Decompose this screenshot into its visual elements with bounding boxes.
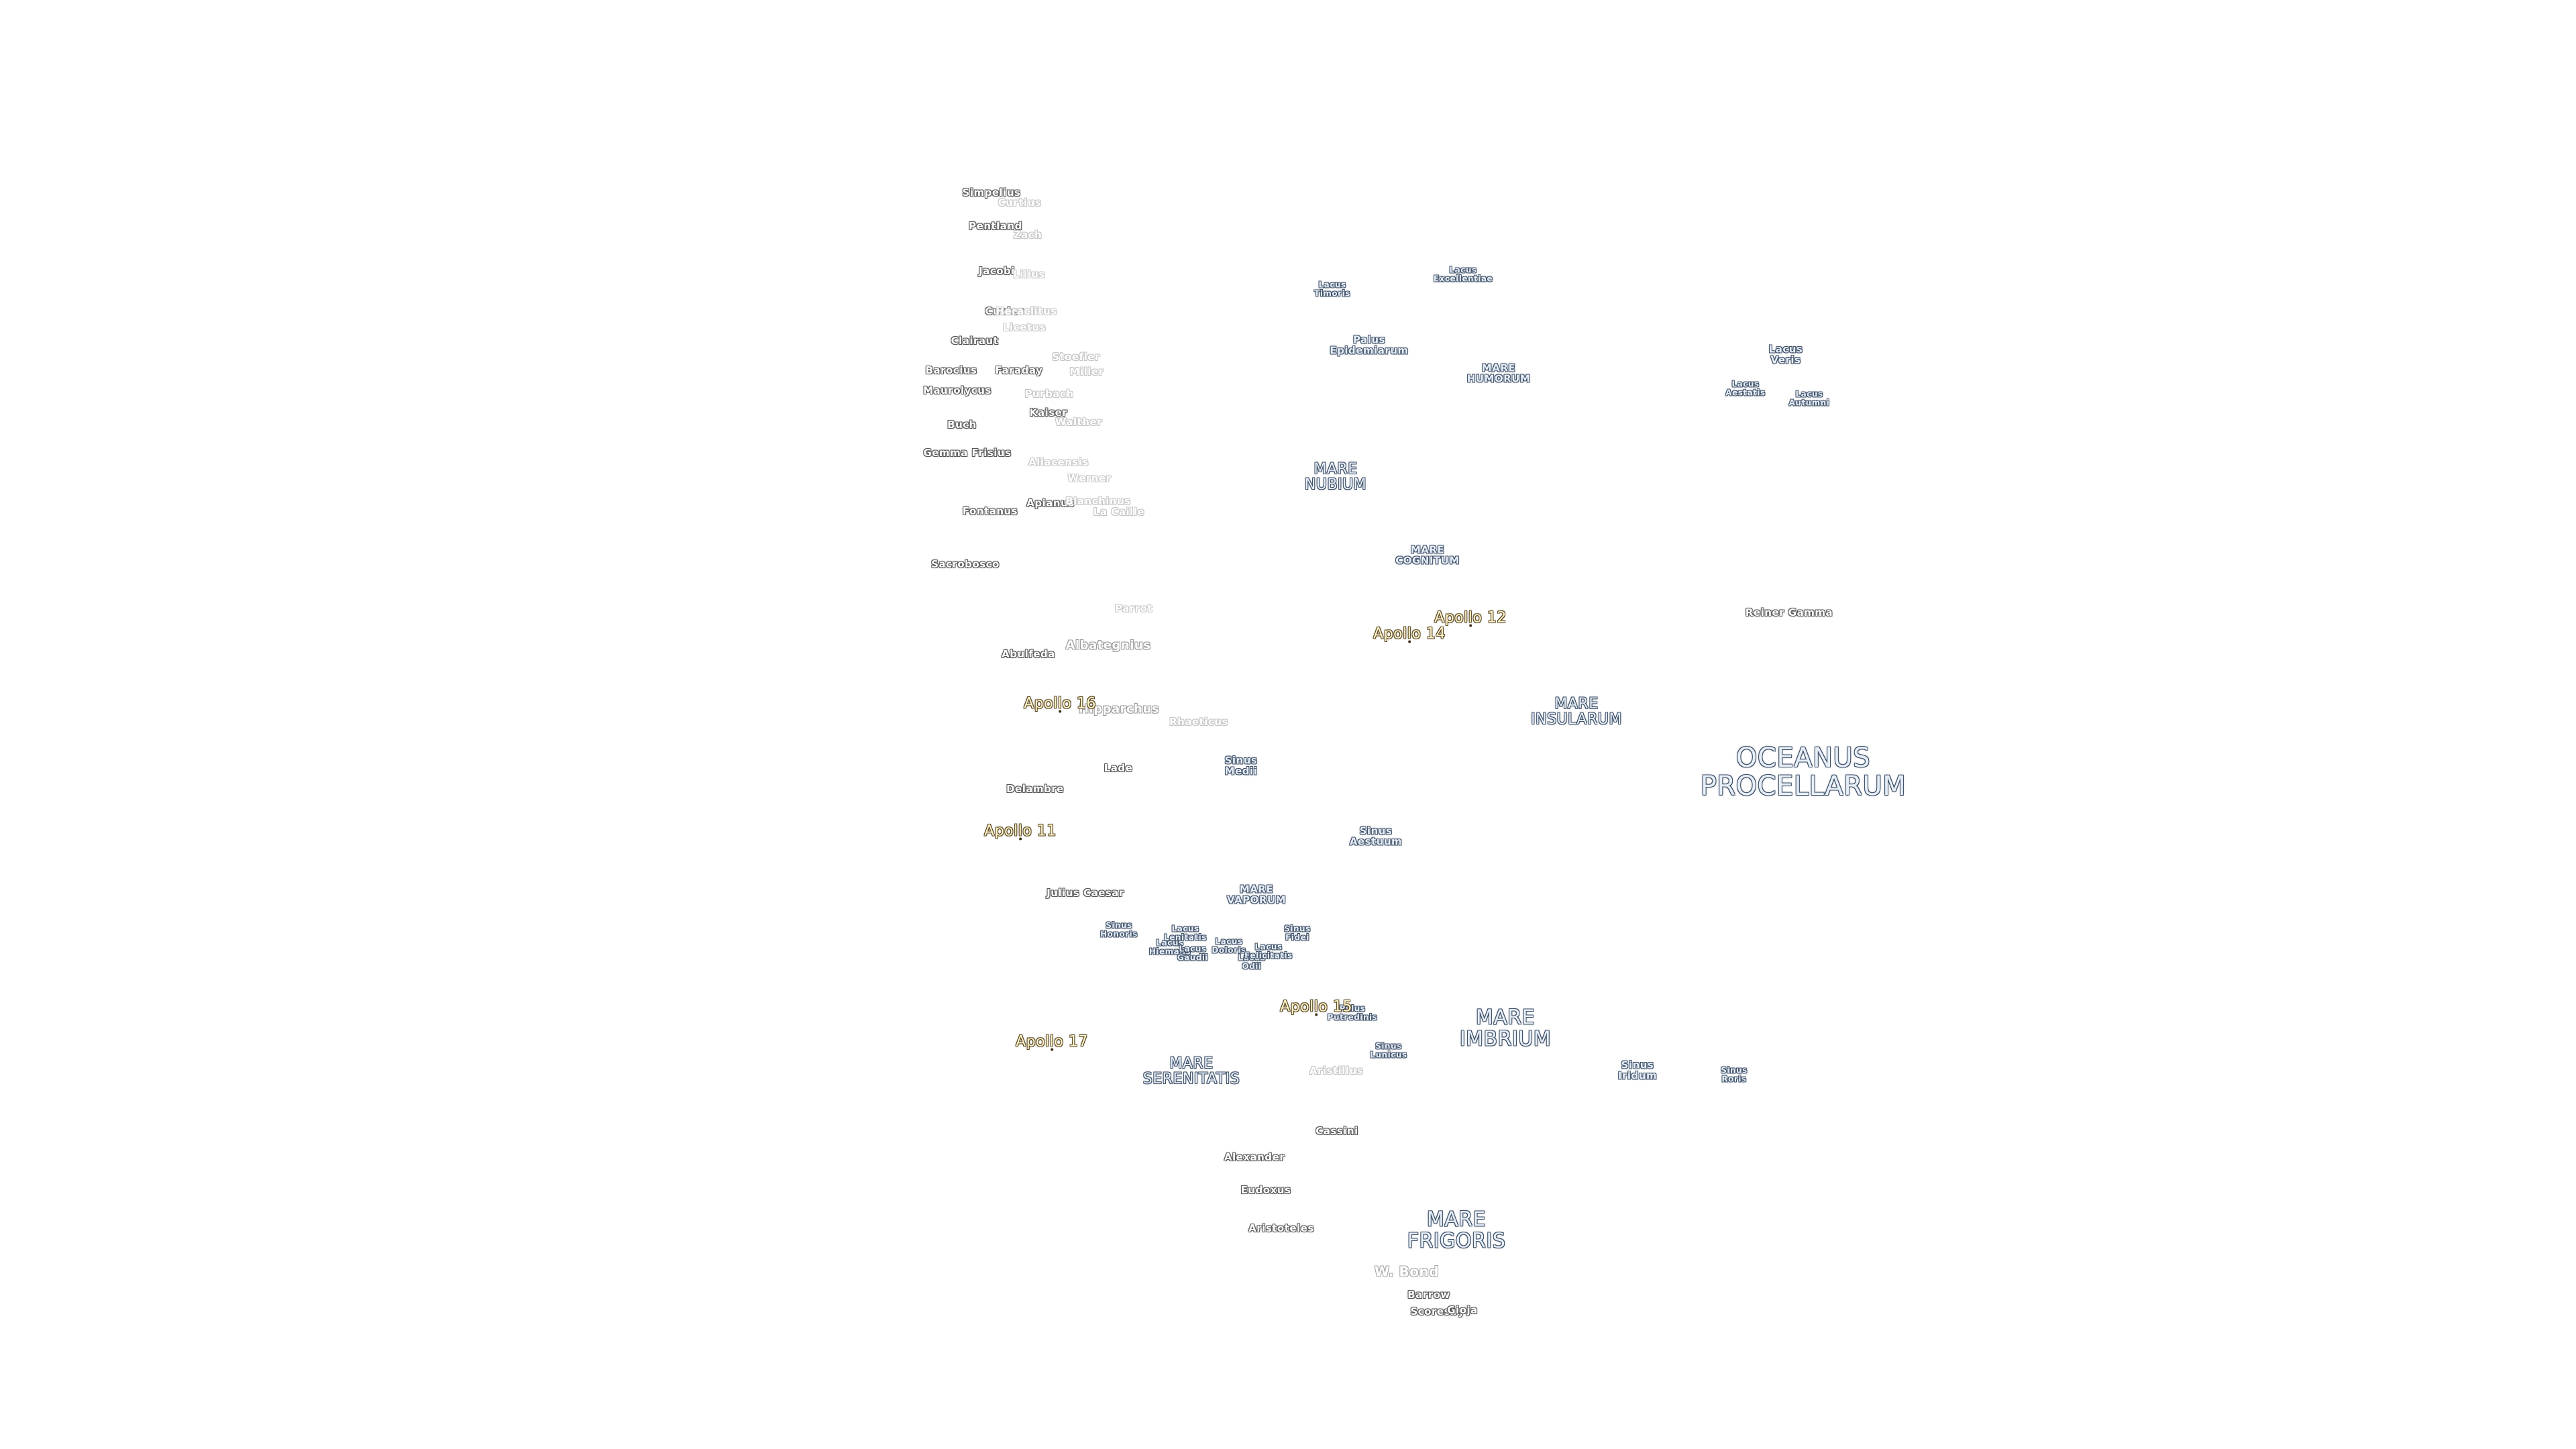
- label-maurolycus: Maurolycus: [923, 384, 991, 397]
- label-gemma-frisius: Gemma Frisius: [923, 447, 1012, 460]
- label-mare-vaporum: MARE VAPORUM: [1226, 883, 1287, 906]
- label-lacus-doloris: Lacus Doloris: [1212, 936, 1246, 955]
- label-mare-nubium: MARE NUBIUM: [1304, 460, 1367, 493]
- label-abulfeda: Abulfeda: [1002, 648, 1055, 661]
- label-parrot: Parrot: [1115, 602, 1152, 615]
- label-faraday: Faraday: [995, 364, 1043, 377]
- label-reiner-gamma: Reiner Gamma: [1745, 606, 1833, 619]
- label-sinus-lunicus: Sinus Lunicus: [1370, 1041, 1407, 1059]
- label-lacus-autumni: Lacus Autumni: [1788, 389, 1830, 407]
- label-sinus-roris: Sinus Roris: [1721, 1065, 1748, 1083]
- label-sacrobosco: Sacrobosco: [931, 558, 1000, 571]
- landing-marker-icon: [1019, 837, 1022, 841]
- label-albategnius: Albategnius: [1065, 638, 1151, 653]
- label-mare-insularum: MARE INSULARUM: [1531, 695, 1622, 728]
- apollo-15-site: Apollo 15: [1280, 999, 1352, 1016]
- landing-marker-icon: [1059, 710, 1061, 713]
- label-gioja: Gioja: [1447, 1304, 1478, 1317]
- label-scoresby: Scoresby: [1410, 1305, 1465, 1318]
- label-julius-caesar: Julius Caesar: [1046, 887, 1124, 900]
- label-mare-imbrium: MARE IMBRIUM: [1459, 1006, 1552, 1051]
- label-buch: Buch: [947, 419, 977, 431]
- label-sinus-fidei: Sinus Fidei: [1284, 924, 1311, 942]
- label-palus-epidemiarum: Palus Epidemiarum: [1330, 333, 1409, 356]
- apollo-14-site: Apollo 14: [1373, 626, 1446, 643]
- label-apollo-11: Apollo 11: [984, 822, 1057, 840]
- label-eudoxus: Eudoxus: [1240, 1184, 1291, 1197]
- label-aristoteles: Aristoteles: [1248, 1222, 1314, 1235]
- apollo-16-site: Apollo 16: [1024, 695, 1096, 713]
- label-mare-humorum: MARE HUMORUM: [1466, 362, 1531, 384]
- label-lacus-aestatis: Lacus Aestatis: [1725, 379, 1766, 397]
- label-aristillus: Aristillus: [1309, 1065, 1364, 1077]
- label-blanchinus: Blanchinus: [1065, 495, 1131, 508]
- landing-marker-icon: [1408, 640, 1411, 643]
- label-sinus-medii: Sinus Medii: [1224, 754, 1258, 777]
- label-lilius: Lilius: [1013, 268, 1045, 281]
- label-sinus-honoris: Sinus Honoris: [1100, 920, 1138, 938]
- label-delambre: Delambre: [1006, 783, 1064, 796]
- label-apianus: Apianus: [1026, 497, 1075, 510]
- label-apollo-14: Apollo 14: [1373, 625, 1446, 643]
- label-heraclitus: Heraclitus: [996, 305, 1057, 318]
- label-mare-cognitum: MARE COGNITUM: [1395, 543, 1460, 566]
- label-lacus-veris: Lacus Veris: [1768, 343, 1803, 366]
- label-palus-putredinis: Palus Putredinis: [1327, 1004, 1378, 1022]
- label-jacobi: Jacobi: [979, 265, 1015, 278]
- label-clairaut: Clairaut: [951, 335, 999, 347]
- landing-marker-icon: [1315, 1013, 1318, 1016]
- label-zach: Zach: [1013, 229, 1042, 241]
- label-lacus-hiemalis: Lacus Hiemalis: [1148, 938, 1191, 956]
- label-apollo-16: Apollo 16: [1024, 695, 1096, 712]
- label-lacus-odii: Lacus Odii: [1238, 953, 1266, 971]
- landing-marker-icon: [1051, 1048, 1053, 1051]
- label-mare-frigoris: MARE FRIGORIS: [1407, 1208, 1506, 1252]
- label-oceanus-procellarum: OCEANUS PROCELLARUM: [1700, 743, 1907, 802]
- label-lacus-felicitatis: Lacus Felicitatis: [1244, 942, 1293, 960]
- label-werner: Werner: [1067, 472, 1112, 485]
- apollo-12-site: Apollo 12: [1434, 610, 1507, 627]
- label-w-bond: W. Bond: [1374, 1263, 1440, 1280]
- label-fontanus: Fontanus: [962, 505, 1018, 518]
- label-apollo-15: Apollo 15: [1280, 998, 1352, 1016]
- label-cassini: Cassini: [1316, 1125, 1358, 1138]
- landing-marker-icon: [1469, 624, 1472, 627]
- label-rhaeticus: Rhaeticus: [1169, 716, 1228, 729]
- label-lacus-excellentiae: Lacus Excellentiae: [1433, 265, 1493, 283]
- label-stoefler: Stoefler: [1052, 351, 1100, 364]
- label-curtius: Curtius: [998, 197, 1042, 209]
- label-pentland: Pentland: [969, 220, 1022, 233]
- label-lacus-timoris: Lacus Timoris: [1314, 280, 1350, 298]
- label-simpelius: Simpelius: [962, 186, 1021, 199]
- label-lacus-gaudii: Lacus Gaudii: [1177, 944, 1209, 962]
- label-barrow: Barrow: [1407, 1289, 1450, 1301]
- label-aliacensis: Aliacensis: [1028, 456, 1089, 469]
- label-la-caille: La Caille: [1093, 506, 1145, 519]
- label-walther: Walther: [1055, 416, 1103, 429]
- label-sinus-aestuum: Sinus Aestuum: [1349, 824, 1403, 847]
- label-barocius: Barocius: [925, 364, 977, 377]
- label-apollo-17: Apollo 17: [1016, 1033, 1088, 1051]
- label-licetus: Licetus: [1002, 321, 1046, 334]
- label-purbach: Purbach: [1024, 388, 1074, 400]
- label-miller: Miller: [1069, 366, 1104, 378]
- label-cuvier: Cuvier: [985, 305, 1024, 318]
- label-sinus-iridum: Sinus Iridum: [1617, 1059, 1658, 1081]
- label-hipparchus: Hipparchus: [1078, 702, 1160, 716]
- label-kaiser: Kaiser: [1029, 407, 1068, 419]
- label-apollo-12: Apollo 12: [1434, 609, 1507, 627]
- label-lacus-lenitatis: Lacus Lenitatis: [1164, 924, 1207, 942]
- label-mare-serenitatis: MARE SERENITATIS: [1142, 1055, 1240, 1087]
- apollo-17-site: Apollo 17: [1016, 1034, 1088, 1051]
- label-alexander: Alexander: [1224, 1151, 1285, 1164]
- apollo-11-site: Apollo 11: [984, 822, 1057, 841]
- label-lade: Lade: [1104, 762, 1133, 775]
